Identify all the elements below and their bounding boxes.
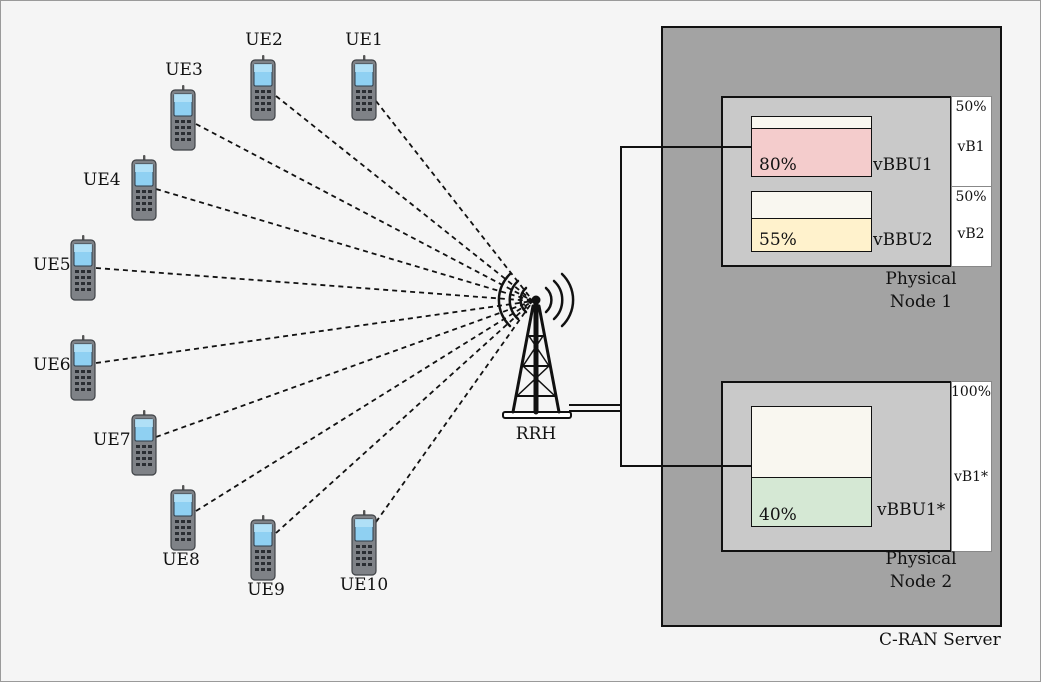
vbbu1-usage-fill xyxy=(752,127,871,176)
share-column-node-2 xyxy=(951,381,992,552)
ue1-link xyxy=(375,100,534,302)
ue9-phone-icon xyxy=(250,514,276,581)
share-vb2-label: vB2 xyxy=(957,226,985,242)
ue8-link xyxy=(195,300,534,512)
share-vb1-label: vB1 xyxy=(957,139,985,155)
vbbu1-star-label: vBBU1* xyxy=(877,500,946,520)
vbbu2-usage-text: 55% xyxy=(759,230,797,250)
share-column-node-1 xyxy=(951,96,992,267)
share-vb2-percent: 50% xyxy=(955,189,987,205)
ue6-link xyxy=(95,300,534,364)
ue2-label: UE2 xyxy=(245,30,283,50)
fronthaul-node1 xyxy=(569,146,751,412)
share-divider-node-1 xyxy=(951,186,992,187)
ue1-phone-icon xyxy=(351,54,377,121)
ue10-link xyxy=(375,300,534,523)
ue7-label: UE7 xyxy=(93,430,131,450)
physical-node-2-label-line2: Node 2 xyxy=(889,572,953,592)
cran-server-label: C-RAN Server xyxy=(879,630,1001,650)
ue9-link xyxy=(275,300,534,534)
vbbu1-usage-text: 80% xyxy=(759,155,797,175)
share-vb1-star-percent: 100% xyxy=(950,384,992,400)
ue4-link xyxy=(155,188,534,302)
share-vb1-percent: 50% xyxy=(955,99,987,115)
ue10-phone-icon xyxy=(351,509,377,576)
ue9-label: UE9 xyxy=(247,580,285,600)
ue-links xyxy=(95,95,534,534)
ue1-label: UE1 xyxy=(345,30,383,50)
ue3-phone-icon xyxy=(170,84,196,151)
vbbu1-box: 80% xyxy=(751,116,872,177)
vbbu2-label: vBBU2 xyxy=(873,230,933,250)
vbbu1-star-box: 40% xyxy=(751,406,872,527)
fronthaul-node2 xyxy=(569,404,751,467)
ue5-label: UE5 xyxy=(33,255,71,275)
vbbu2-box: 55% xyxy=(751,191,872,252)
physical-node-2-label-line1: Physical xyxy=(885,549,957,569)
ue5-link xyxy=(95,267,534,302)
ue6-label: UE6 xyxy=(33,355,71,375)
share-vb1-star-label: vB1* xyxy=(953,469,989,485)
ue2-phone-icon xyxy=(250,54,276,121)
vbbu1-label: vBBU1 xyxy=(873,155,933,175)
ue6-phone-icon xyxy=(70,334,96,401)
vbbu1-star-usage-fill xyxy=(752,477,871,526)
ue8-phone-icon xyxy=(170,484,196,551)
physical-node-1-label-line2: Node 1 xyxy=(889,292,953,312)
ue7-phone-icon xyxy=(131,409,157,476)
ue4-phone-icon xyxy=(131,154,157,221)
vbbu1-star-usage-text: 40% xyxy=(759,505,797,525)
fronthaul-links xyxy=(569,146,751,467)
ue3-link xyxy=(195,123,534,302)
rrh-tower-icon xyxy=(497,272,575,419)
ue3-label: UE3 xyxy=(165,60,203,80)
ue8-label: UE8 xyxy=(162,550,200,570)
ue5-phone-icon xyxy=(70,234,96,301)
ue4-label: UE4 xyxy=(83,170,121,190)
rrh-label: RRH xyxy=(515,424,557,444)
ue10-label: UE10 xyxy=(339,575,389,595)
ue2-link xyxy=(275,95,534,302)
ue7-link xyxy=(155,300,534,438)
physical-node-1-label-line1: Physical xyxy=(885,269,957,289)
vbbu2-usage-fill xyxy=(752,217,871,251)
